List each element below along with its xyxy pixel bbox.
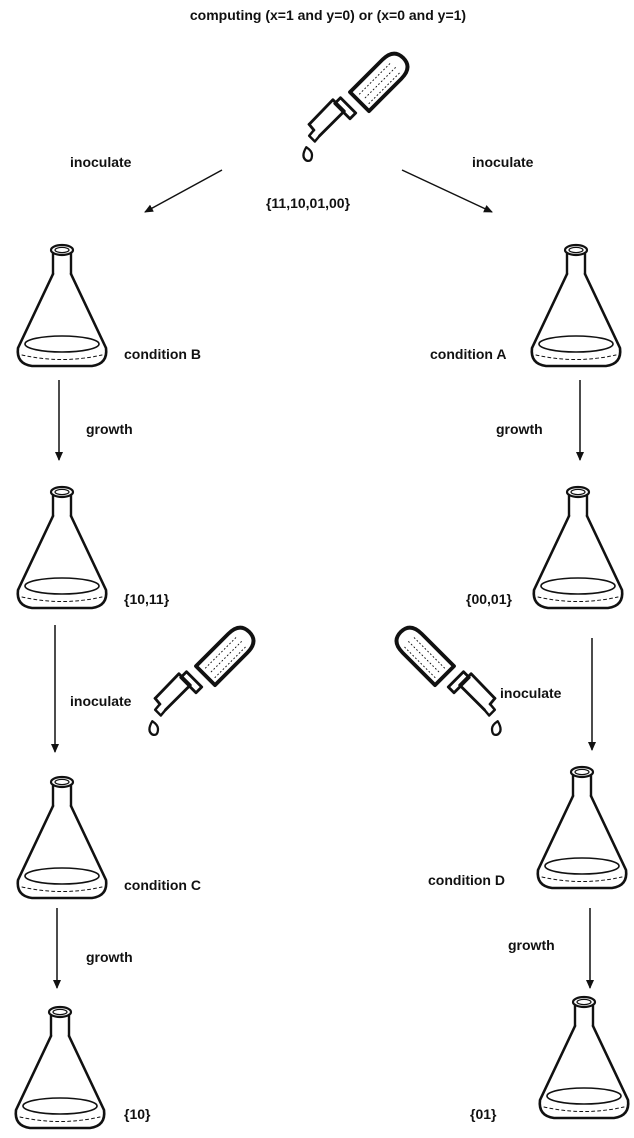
flask-left-2-icon xyxy=(18,487,106,608)
left-condition-2-label: condition C xyxy=(124,877,201,893)
left-mid-dropper-icon xyxy=(149,628,253,735)
left-result-1-label: {10,11} xyxy=(124,591,170,607)
flask-right-4-icon xyxy=(540,997,628,1118)
right-condition-1-label: condition A xyxy=(430,346,506,362)
left-result-2-label: {10} xyxy=(124,1106,151,1122)
right-growth-2-label: growth xyxy=(508,937,555,953)
flask-right-2-icon xyxy=(534,487,622,608)
flask-right-3-icon xyxy=(538,767,626,888)
left-condition-1-label: condition B xyxy=(124,346,201,362)
right-growth-1-label: growth xyxy=(496,421,543,437)
flask-left-4-icon xyxy=(16,1007,104,1128)
flask-right-1-icon xyxy=(532,245,620,366)
initial-set-label: {11,10,01,00} xyxy=(266,195,351,211)
left-inoculate-mid-label: inoculate xyxy=(70,693,132,709)
right-inoculate-top-label: inoculate xyxy=(472,154,534,170)
right-result-1-label: {00,01} xyxy=(466,591,512,607)
left-inoculate-top-label: inoculate xyxy=(70,154,132,170)
diagram-title: computing (x=1 and y=0) or (x=0 and y=1) xyxy=(190,7,466,23)
arrow-inoculate-right xyxy=(402,170,492,212)
flask-left-1-icon xyxy=(18,245,106,366)
right-result-2-label: {01} xyxy=(470,1106,497,1122)
left-growth-1-label: growth xyxy=(86,421,133,437)
right-mid-dropper-icon xyxy=(396,628,500,735)
left-growth-2-label: growth xyxy=(86,949,133,965)
right-inoculate-mid-label: inoculate xyxy=(500,685,562,701)
flask-left-3-icon xyxy=(18,777,106,898)
right-condition-2-label: condition D xyxy=(428,872,505,888)
top-dropper-icon xyxy=(303,54,407,161)
arrow-inoculate-left xyxy=(145,170,222,212)
